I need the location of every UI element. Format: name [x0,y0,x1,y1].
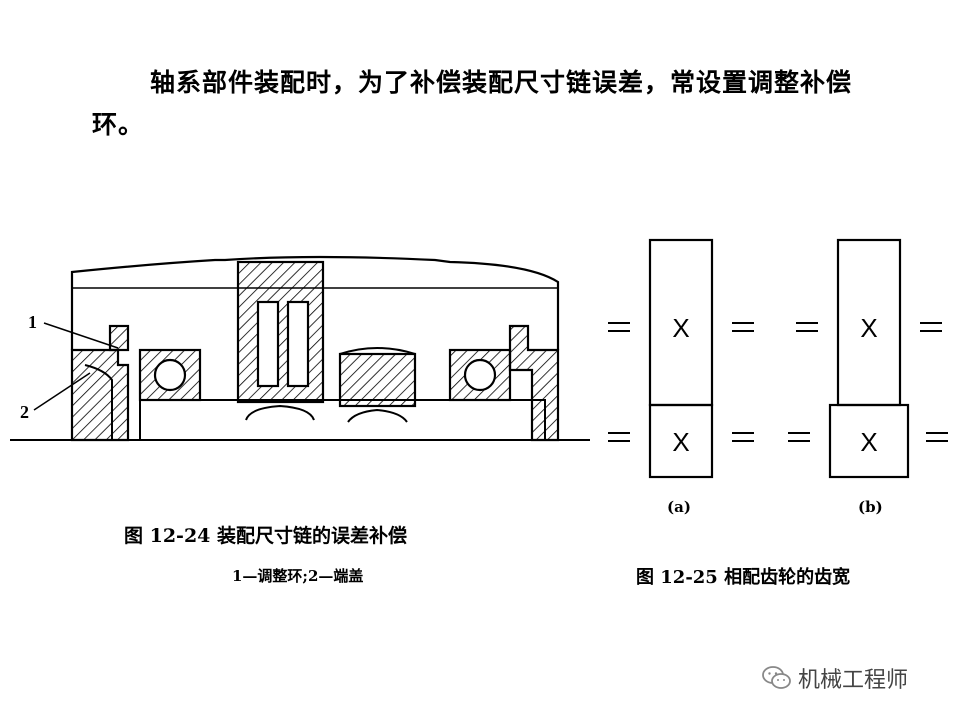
gear-a-top-mark: X [672,313,689,343]
figure-12-24-caption: 图 12-24 装配尺寸链的误差补偿 [124,525,407,547]
gear-b-bottom-mark: X [860,427,877,457]
gear-a-bottom [648,403,714,479]
label-2: 2 [20,402,29,422]
gear-b-top-mark: X [860,313,877,343]
assembly-cross-section-diagram: 1 2 [10,255,590,442]
intro-paragraph: 轴系部件装配时，为了补偿装配尺寸链误差，常设置调整补偿环。 [92,68,853,139]
watermark-text: 机械工程师 [798,668,909,693]
central-gear [236,260,325,404]
left-bearing-ball [153,358,187,392]
housing-outline [70,255,560,350]
gear-a-bottom-mark: X [672,427,689,457]
subfigure-a-label: (a) [667,498,691,516]
gear-b-bottom [828,403,910,479]
watermark: 机械工程师 [762,662,908,694]
leader-line-1 [43,322,119,349]
left-end-cover [70,348,130,442]
wechat-icon [762,666,791,689]
adjusting-ring [108,324,130,352]
leader-line-2 [33,372,91,411]
mating-gears-diagram: X X X X [608,238,948,479]
subfigure-b-label: (b) [858,498,883,516]
figure-12-25-caption: 图 12-25 相配齿轮的齿宽 [636,567,851,588]
right-gear [338,352,417,408]
right-bearing-ball [463,358,497,392]
figure-12-24-legend: 1—调整环;2—端盖 [232,567,364,585]
right-end-cover [508,324,560,442]
label-1: 1 [28,312,37,332]
